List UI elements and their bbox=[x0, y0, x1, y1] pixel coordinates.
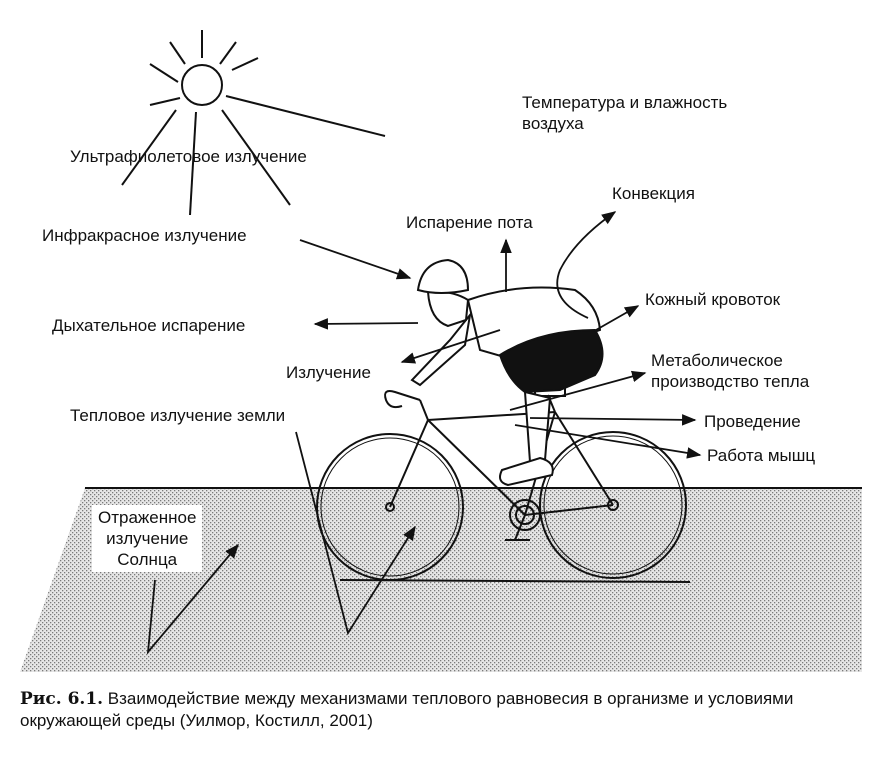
reflected-sun-lines bbox=[146, 543, 239, 655]
sun-icon bbox=[121, 30, 386, 216]
reflected-label-line1: Отраженное bbox=[98, 508, 197, 527]
figure-caption: Рис. 6.1. Взаимодействие между механизма… bbox=[20, 688, 870, 731]
radiation-label: Излучение bbox=[286, 363, 371, 382]
ir-arrow bbox=[299, 239, 412, 280]
skin-blood-arrow bbox=[595, 305, 640, 331]
reflected-label-line3: Солнца bbox=[117, 550, 178, 569]
respiratory-label: Дыхательное испарение bbox=[52, 316, 246, 335]
cyclist-shorts bbox=[498, 328, 604, 394]
ir-label: Инфракрасное излучение bbox=[42, 226, 247, 245]
sweat-label: Испарение пота bbox=[406, 213, 533, 232]
conduction-label: Проведение bbox=[704, 412, 801, 431]
bicycle bbox=[316, 381, 687, 581]
temp-label-line2: воздуха bbox=[522, 114, 584, 133]
helmet-icon bbox=[416, 258, 470, 294]
convection-label: Конвекция bbox=[612, 184, 695, 203]
cyclist-head bbox=[426, 290, 470, 328]
metabolic-label-line2: производство тепла bbox=[651, 372, 810, 391]
caption-figure-number: Рис. 6.1. bbox=[20, 689, 104, 709]
convection-arrow bbox=[556, 211, 617, 319]
reflected-label-line2: излучение bbox=[106, 529, 189, 548]
respiratory-arrow bbox=[313, 318, 419, 330]
muscle-work-arrow bbox=[514, 424, 702, 459]
muscle-work-label: Работа мышц bbox=[707, 446, 816, 465]
temp-label-line1: Температура и влажность bbox=[522, 93, 728, 112]
cyclist bbox=[410, 258, 604, 487]
caption-text: Взаимодействие между механизмами теплово… bbox=[20, 689, 794, 730]
uv-label: Ультрафиолетовое излучение bbox=[70, 147, 307, 166]
ground-radiation-label: Тепловое излучение земли bbox=[70, 406, 286, 425]
metabolic-label-line1: Метаболическое bbox=[651, 351, 783, 370]
cyclist-shoe bbox=[499, 456, 554, 487]
skin-blood-label: Кожный кровоток bbox=[645, 290, 781, 309]
ground-radiation-lines bbox=[295, 431, 416, 636]
metabolic-arrow bbox=[509, 370, 647, 411]
radiation-arrow bbox=[400, 329, 501, 364]
conduction-arrow bbox=[529, 414, 697, 426]
reflected-sun-label: Отраженное излучение Солнца bbox=[92, 505, 203, 572]
